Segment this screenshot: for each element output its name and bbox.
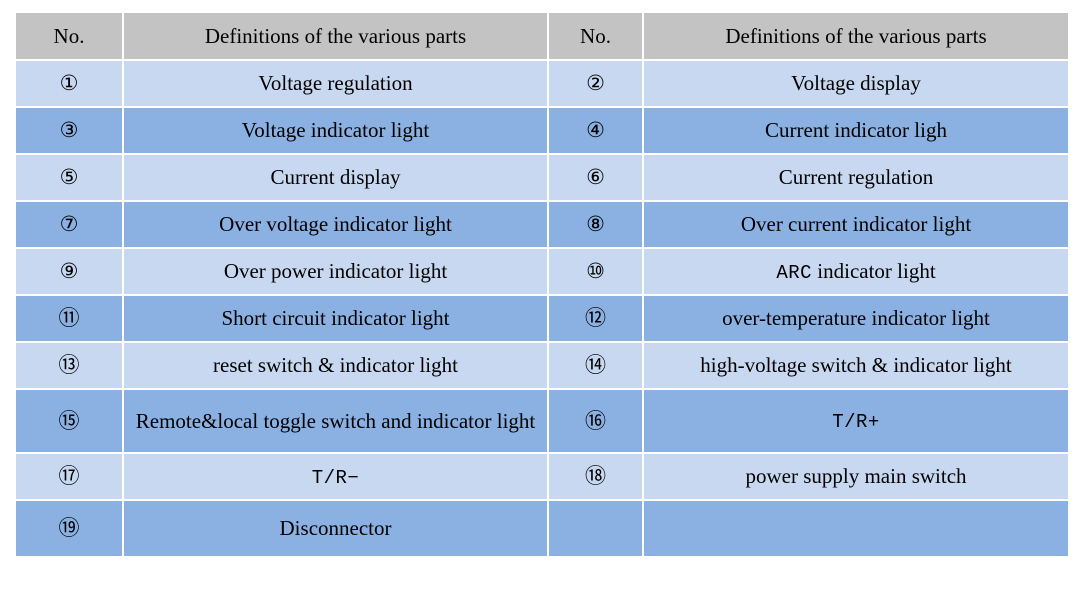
cell-definition-right: Over current indicator light [644, 202, 1068, 247]
cell-number-left: ① [16, 61, 122, 106]
cell-definition-right: power supply main switch [644, 454, 1068, 499]
cell-number-left: ⑮ [16, 390, 122, 452]
table-header: No. Definitions of the various parts No.… [16, 13, 1068, 59]
cell-number-right: ④ [549, 108, 642, 153]
cell-number-right: ⑥ [549, 155, 642, 200]
column-header-definitions-right: Definitions of the various parts [644, 13, 1068, 59]
cell-number-right: ⑯ [549, 390, 642, 452]
cell-number-left: ⑲ [16, 501, 122, 556]
cell-number-left: ⑨ [16, 249, 122, 294]
cell-definition-right: T/R+ [644, 390, 1068, 452]
column-header-no-left: No. [16, 13, 122, 59]
cell-definition-right: Current regulation [644, 155, 1068, 200]
cell-number-right: ⑫ [549, 296, 642, 341]
definition-mono-text: T/R+ [832, 411, 880, 434]
cell-definition-left: Over voltage indicator light [124, 202, 547, 247]
cell-number-left: ⑬ [16, 343, 122, 388]
cell-number-right: ② [549, 61, 642, 106]
cell-definition-left: Short circuit indicator light [124, 296, 547, 341]
cell-definition-left: Current display [124, 155, 547, 200]
definition-mono-text: T/R− [311, 466, 360, 489]
cell-definition-left: Over power indicator light [124, 249, 547, 294]
cell-number-left: ③ [16, 108, 122, 153]
cell-definition-left: T/R− [124, 454, 547, 499]
cell-definition-right [644, 501, 1068, 556]
cell-definition-left: Voltage indicator light [124, 108, 547, 153]
cell-definition-right: ARC indicator light [644, 249, 1068, 294]
cell-number-right: ⑱ [549, 454, 642, 499]
cell-number-right: ⑧ [549, 202, 642, 247]
cell-number-left: ⑤ [16, 155, 122, 200]
cell-number-left: ⑪ [16, 296, 122, 341]
table-header-row: No. Definitions of the various parts No.… [16, 13, 1068, 59]
cell-definition-left: Remote&local toggle switch and indicator… [124, 390, 547, 452]
cell-definition-left: Disconnector [124, 501, 547, 556]
cell-number-left: ⑰ [16, 454, 122, 499]
cell-definition-right: over-temperature indicator light [644, 296, 1068, 341]
cell-number-right: ⑩ [549, 249, 642, 294]
cell-definition-right: Current indicator ligh [644, 108, 1068, 153]
cell-definition-left: reset switch & indicator light [124, 343, 547, 388]
column-header-no-right: No. [549, 13, 642, 59]
cell-definition-right: Voltage display [644, 61, 1068, 106]
cell-definition-left: Voltage regulation [124, 61, 547, 106]
cell-number-right: ⑭ [549, 343, 642, 388]
parts-definition-table: No. Definitions of the various parts No.… [14, 11, 1070, 558]
cell-definition-right: high-voltage switch & indicator light [644, 343, 1068, 388]
column-header-definitions-left: Definitions of the various parts [124, 13, 547, 59]
definition-text: indicator light [812, 258, 936, 283]
cell-number-right [549, 501, 642, 556]
definition-mono-text: ARC [776, 261, 813, 284]
cell-number-left: ⑦ [16, 202, 122, 247]
